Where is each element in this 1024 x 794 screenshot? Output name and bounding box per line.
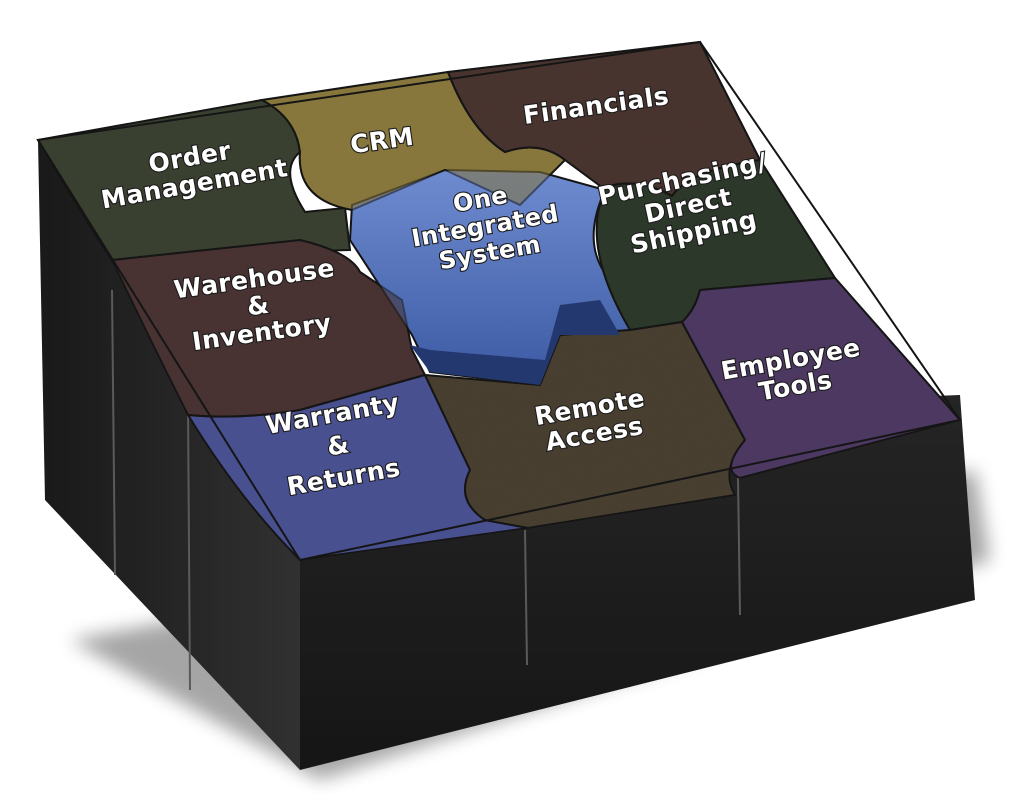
label-line-warehouse-inventory: & (245, 290, 271, 322)
board-top-outline (36, 40, 962, 562)
center-piece-edge (410, 300, 620, 385)
block-dividers (111, 289, 741, 691)
label-line-warranty-returns: & (325, 429, 352, 461)
